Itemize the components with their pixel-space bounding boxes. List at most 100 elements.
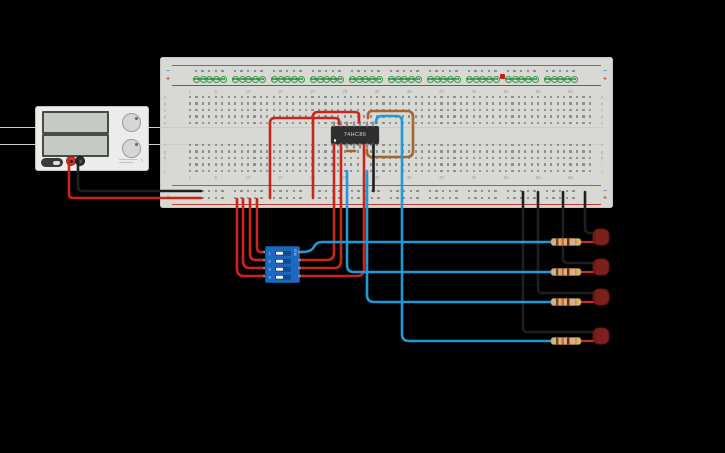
breadboard-hole[interactable] <box>227 108 230 112</box>
rail-hole[interactable] <box>377 196 380 200</box>
breadboard-hole[interactable] <box>485 115 488 118</box>
breadboard-hole[interactable] <box>485 156 488 160</box>
resistor-3[interactable] <box>550 298 582 306</box>
breadboard-hole[interactable] <box>356 169 359 173</box>
breadboard-hole[interactable] <box>240 108 243 112</box>
breadboard-hole[interactable] <box>305 102 308 105</box>
breadboard-hole[interactable] <box>292 115 295 118</box>
breadboard-hole[interactable] <box>569 102 572 105</box>
breadboard-hole[interactable] <box>408 143 411 147</box>
breadboard-hole[interactable] <box>575 102 579 105</box>
breadboard-hole[interactable] <box>272 121 275 125</box>
breadboard-hole[interactable] <box>227 169 230 173</box>
breadboard-hole[interactable] <box>324 163 327 166</box>
breadboard-hole[interactable] <box>517 115 521 118</box>
rail-hole[interactable] <box>350 196 354 200</box>
breadboard-hole[interactable] <box>350 143 353 147</box>
breadboard-hole[interactable] <box>343 156 346 160</box>
breadboard-hole[interactable] <box>266 102 269 105</box>
breadboard-hole[interactable] <box>208 108 211 112</box>
rail-hole[interactable] <box>331 69 334 73</box>
breadboard-hole[interactable] <box>253 95 256 99</box>
power-supply[interactable] <box>35 106 149 171</box>
rail-hole[interactable] <box>435 196 438 200</box>
breadboard-hole[interactable] <box>279 121 282 125</box>
psu-negative-terminal[interactable] <box>75 156 85 166</box>
wire-1y-to-led2[interactable] <box>345 169 553 274</box>
breadboard-hole[interactable] <box>537 95 540 99</box>
breadboard-hole[interactable] <box>298 115 301 118</box>
breadboard-hole[interactable] <box>337 163 340 166</box>
wire-supply-negative[interactable] <box>76 159 203 193</box>
breadboard-hole[interactable] <box>330 143 333 147</box>
rail-hole[interactable] <box>240 189 243 193</box>
rail-hole[interactable] <box>272 189 276 193</box>
rail-hole[interactable] <box>552 189 555 193</box>
breadboard-hole[interactable] <box>240 115 243 118</box>
breadboard-hole[interactable] <box>214 115 217 118</box>
breadboard-hole[interactable] <box>343 102 346 105</box>
breadboard-hole[interactable] <box>453 156 456 160</box>
breadboard-hole[interactable] <box>317 143 321 147</box>
breadboard-hole[interactable] <box>427 102 430 105</box>
breadboard-hole[interactable] <box>524 169 527 173</box>
breadboard-hole[interactable] <box>246 143 250 147</box>
breadboard-hole[interactable] <box>317 108 321 112</box>
breadboard-hole[interactable] <box>337 115 340 118</box>
psu-power-button[interactable] <box>41 158 63 167</box>
breadboard-hole[interactable] <box>188 143 192 147</box>
breadboard-hole[interactable] <box>317 121 321 125</box>
breadboard-hole[interactable] <box>356 156 359 160</box>
breadboard-hole[interactable] <box>588 143 591 147</box>
breadboard-hole[interactable] <box>369 95 372 99</box>
breadboard-hole[interactable] <box>588 121 591 125</box>
breadboard-hole[interactable] <box>188 169 192 173</box>
breadboard-hole[interactable] <box>375 163 379 166</box>
rail-hole[interactable] <box>520 196 523 200</box>
breadboard-hole[interactable] <box>324 115 327 118</box>
breadboard-hole[interactable] <box>305 95 308 99</box>
breadboard-hole[interactable] <box>253 150 256 153</box>
ic-pin[interactable] <box>365 143 369 149</box>
breadboard-hole[interactable] <box>298 95 301 99</box>
breadboard-hole[interactable] <box>582 121 585 125</box>
wire-sw1-to-led1[interactable] <box>300 240 553 254</box>
breadboard-hole[interactable] <box>188 108 192 112</box>
wire-led1-cathode[interactable] <box>583 190 596 235</box>
breadboard-hole[interactable] <box>498 108 501 112</box>
breadboard-hole[interactable] <box>208 169 211 173</box>
rail-hole[interactable] <box>428 69 432 73</box>
breadboard-hole[interactable] <box>485 150 488 153</box>
breadboard-hole[interactable] <box>369 102 372 105</box>
breadboard-hole[interactable] <box>382 95 385 99</box>
breadboard-hole[interactable] <box>388 169 392 173</box>
breadboard-hole[interactable] <box>485 108 488 112</box>
breadboard-hole[interactable] <box>317 163 321 166</box>
breadboard-hole[interactable] <box>292 143 295 147</box>
breadboard-hole[interactable] <box>292 150 295 153</box>
breadboard-hole[interactable] <box>201 156 204 160</box>
breadboard-hole[interactable] <box>459 121 462 125</box>
breadboard-hole[interactable] <box>246 156 250 160</box>
rail-hole[interactable] <box>396 189 399 193</box>
breadboard-hole[interactable] <box>324 121 327 125</box>
breadboard-hole[interactable] <box>343 121 346 125</box>
breadboard-hole[interactable] <box>485 163 488 166</box>
rail-hole[interactable] <box>201 189 204 193</box>
breadboard-hole[interactable] <box>227 115 230 118</box>
breadboard-hole[interactable] <box>382 121 385 125</box>
rail-hole[interactable] <box>389 189 393 193</box>
breadboard-hole[interactable] <box>550 115 553 118</box>
breadboard-hole[interactable] <box>234 156 237 160</box>
breadboard-hole[interactable] <box>298 150 301 153</box>
breadboard-hole[interactable] <box>356 143 359 147</box>
breadboard-hole[interactable] <box>440 143 443 147</box>
rail-hole[interactable] <box>481 196 484 200</box>
breadboard-hole[interactable] <box>556 121 559 125</box>
breadboard-hole[interactable] <box>395 150 398 153</box>
breadboard-hole[interactable] <box>511 95 514 99</box>
ic-pin[interactable] <box>345 143 349 149</box>
rail-hole[interactable] <box>214 189 217 193</box>
breadboard-hole[interactable] <box>408 169 411 173</box>
breadboard-hole[interactable] <box>440 108 443 112</box>
